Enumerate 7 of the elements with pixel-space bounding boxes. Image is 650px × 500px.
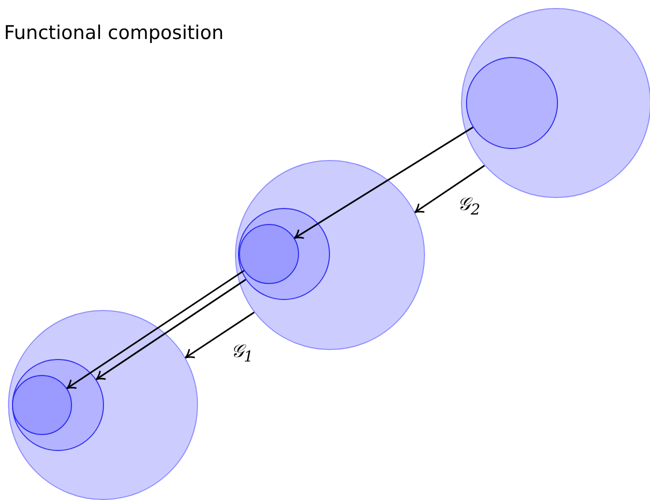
set-circle — [238, 208, 330, 300]
diagram-title: Functional composition — [4, 22, 224, 44]
set-circle — [239, 224, 299, 284]
set-circle — [12, 375, 72, 435]
set-circle — [12, 359, 104, 451]
set-circle — [466, 57, 558, 149]
set-circle — [8, 310, 198, 500]
